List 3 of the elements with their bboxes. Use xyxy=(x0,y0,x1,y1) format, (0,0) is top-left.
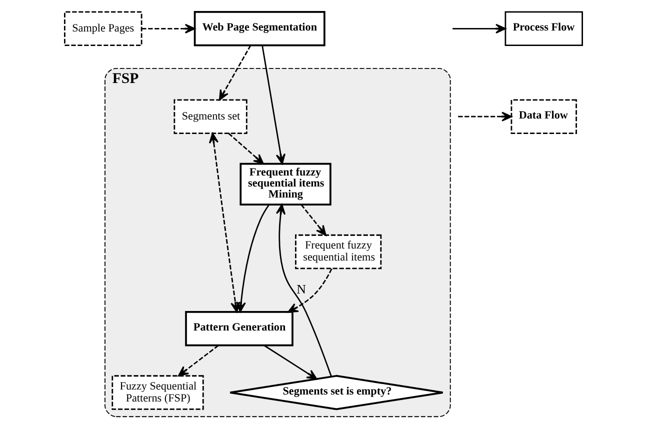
legend-label: Data Flow xyxy=(518,110,568,122)
edge-label: N xyxy=(296,282,306,297)
legend-label: Process Flow xyxy=(512,22,574,34)
